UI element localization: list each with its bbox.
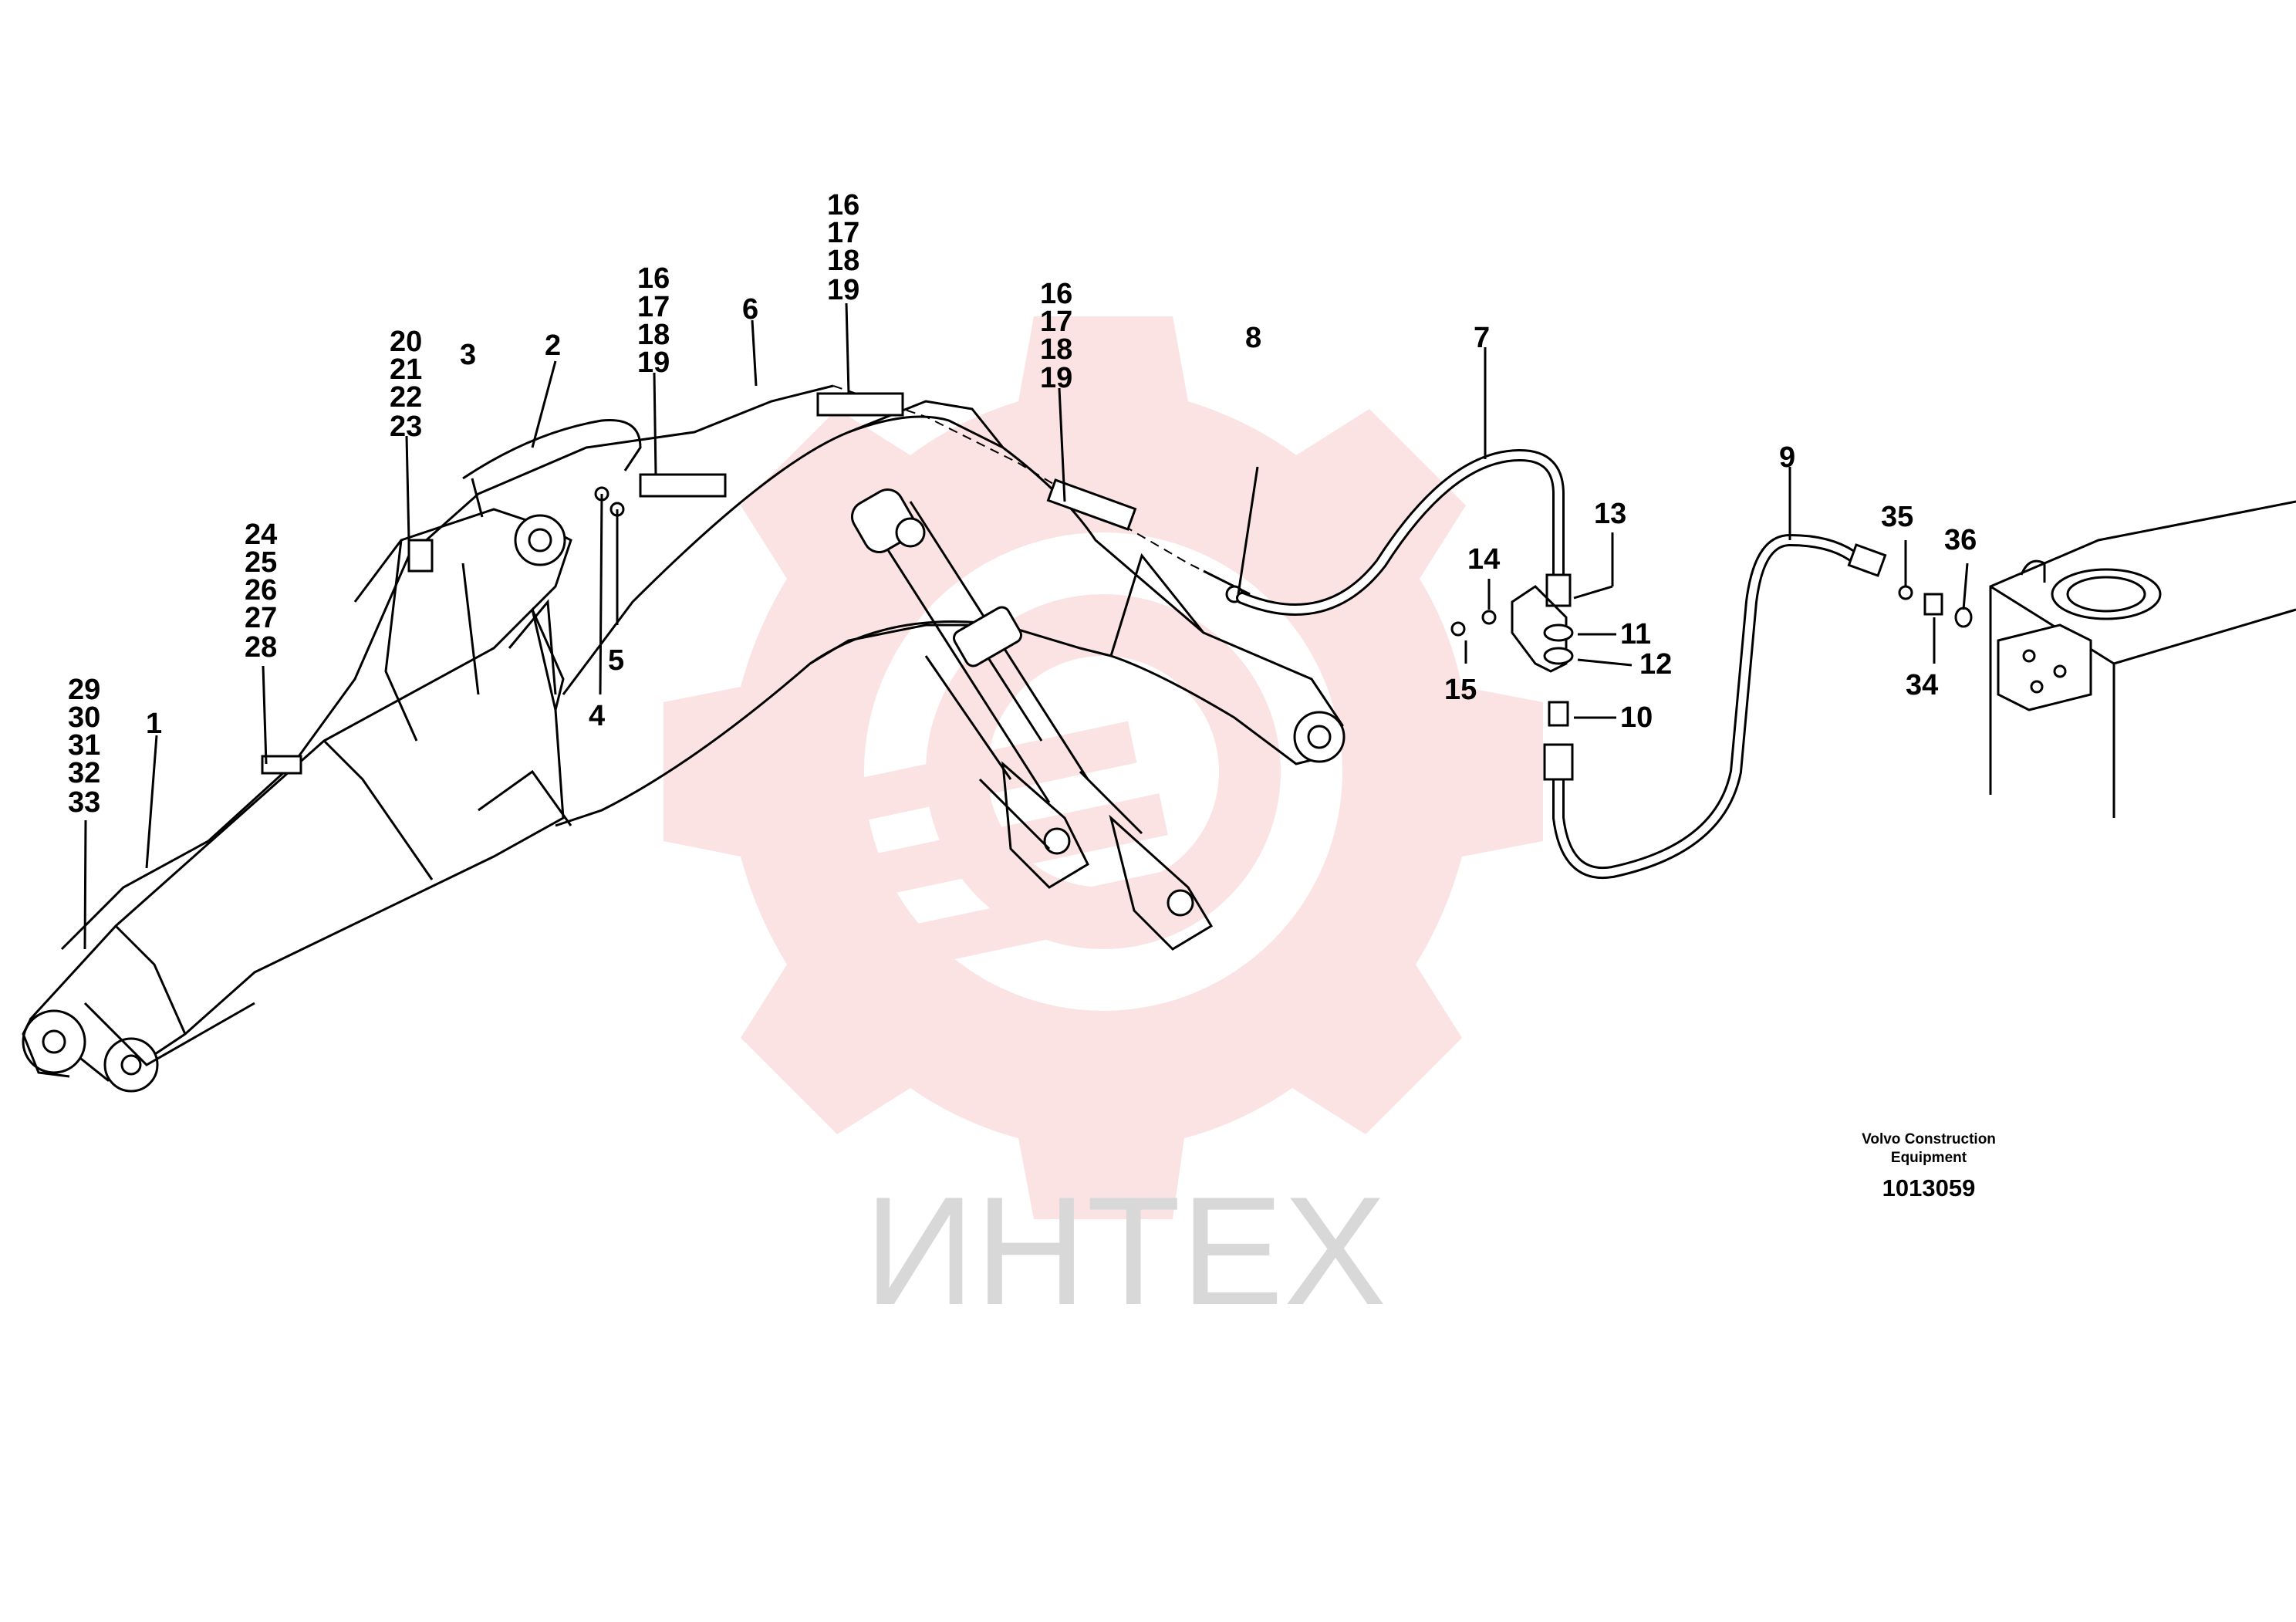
callout-stack-29-33: 29 30 31 32 33 xyxy=(68,674,100,819)
callout-1: 1 xyxy=(146,708,162,740)
watermark-text: ИНТЕХ xyxy=(864,1165,1386,1337)
callout-15: 15 xyxy=(1444,674,1477,706)
arm xyxy=(555,400,1346,827)
callout-stack-item: 17 xyxy=(827,217,859,249)
callout-stack-item: 18 xyxy=(637,319,670,351)
callout-stack-item: 20 xyxy=(390,326,422,358)
callout-5: 5 xyxy=(608,644,624,677)
callout-stack-24-28: 24 25 26 27 28 xyxy=(245,519,277,664)
callout-stack-item: 29 xyxy=(68,674,100,706)
callout-labels: 1 2 3 4 5 6 7 8 9 10 11 12 13 14 15 34 3… xyxy=(68,189,1977,819)
callout-stack-item: 31 xyxy=(68,729,100,762)
gear-icon xyxy=(663,316,1543,1219)
callout-stack-item: 17 xyxy=(1040,306,1072,338)
callout-10: 10 xyxy=(1620,701,1653,734)
hydraulic-cylinders xyxy=(851,488,1214,951)
caption-line-1: Volvo Construction xyxy=(1862,1131,1996,1147)
callout-12: 12 xyxy=(1639,648,1672,681)
leader-lines xyxy=(83,302,1969,950)
callout-36: 36 xyxy=(1944,524,1977,556)
callout-stack-16-19-a: 16 17 18 19 xyxy=(637,262,670,379)
callout-14: 14 xyxy=(1467,543,1500,576)
callout-stack-item: 23 xyxy=(390,411,422,443)
callout-stack-item: 18 xyxy=(827,245,859,277)
callout-stack-item: 30 xyxy=(68,701,100,734)
caption-line-2: Equipment xyxy=(1891,1150,1967,1166)
callout-35: 35 xyxy=(1881,501,1913,533)
callout-stack-item: 33 xyxy=(68,786,100,819)
callout-stack-item: 25 xyxy=(245,546,277,579)
callout-stack-item: 26 xyxy=(245,574,277,607)
callout-stack-item: 16 xyxy=(1040,278,1072,310)
callout-13: 13 xyxy=(1594,498,1626,530)
hose-9 xyxy=(1543,533,1887,880)
callout-stack-16-19-b: 16 17 18 19 xyxy=(827,189,859,306)
callout-stack-item: 19 xyxy=(1040,362,1072,394)
callout-stack-item: 28 xyxy=(245,631,277,664)
callout-7: 7 xyxy=(1474,322,1490,354)
bracket-assembly xyxy=(1450,585,1613,727)
callout-stack-item: 22 xyxy=(390,381,422,414)
callout-stack-item: 32 xyxy=(68,757,100,789)
callout-9: 9 xyxy=(1779,441,1795,474)
main-boom xyxy=(22,508,572,1093)
drawing-number: 1013059 xyxy=(1882,1174,1976,1201)
callout-2: 2 xyxy=(545,329,561,362)
callout-3: 3 xyxy=(460,339,476,371)
callout-stack-item: 18 xyxy=(1040,333,1072,366)
callout-6: 6 xyxy=(742,293,758,326)
callout-4: 4 xyxy=(589,700,605,732)
callout-stack-16-19-c: 16 17 18 19 xyxy=(1040,278,1072,394)
callout-stack-item: 16 xyxy=(827,189,859,221)
watermark: ИНТЕХ xyxy=(663,316,1543,1337)
hydraulic-tank xyxy=(1989,500,2296,818)
callout-stack-item: 19 xyxy=(827,274,859,306)
callout-stack-item: 16 xyxy=(637,262,670,295)
callout-34: 34 xyxy=(1906,669,1938,701)
callout-stack-item: 17 xyxy=(637,291,670,323)
callout-11: 11 xyxy=(1620,618,1651,650)
callout-8: 8 xyxy=(1245,322,1261,354)
callout-stack-item: 19 xyxy=(637,346,670,379)
callout-stack-item: 21 xyxy=(390,353,422,386)
callout-stack-20-23: 20 21 22 23 xyxy=(390,326,422,443)
callout-stack-item: 27 xyxy=(245,602,277,634)
drawing-caption: Volvo Construction Equipment 1013059 xyxy=(1862,1131,1996,1201)
callout-stack-item: 24 xyxy=(245,519,277,551)
